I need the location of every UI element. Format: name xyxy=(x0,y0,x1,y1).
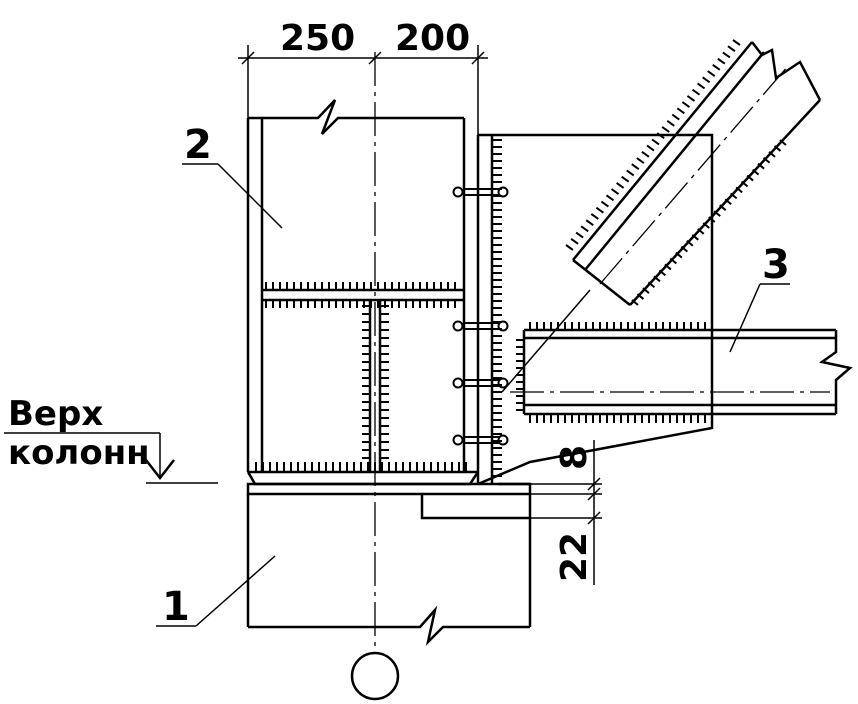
label-1: 1 xyxy=(156,555,276,630)
position-label-1: 1 xyxy=(162,584,190,630)
beam xyxy=(510,328,853,416)
top-of-column-level-mark: Верх колонн xyxy=(4,394,218,484)
dimension-22: 22 xyxy=(554,532,595,582)
beam-weld-ticks xyxy=(529,322,713,423)
label-3: 3 xyxy=(729,242,790,353)
bolt-nut xyxy=(497,186,509,198)
top-dimension: 250 200 xyxy=(238,18,488,135)
bolt-nut xyxy=(497,320,509,332)
bolt-head xyxy=(452,434,464,446)
brace-leader-line xyxy=(501,289,591,393)
gusset-plate xyxy=(477,133,714,486)
diagonal-brace xyxy=(572,41,822,306)
brace-weld-ticks xyxy=(565,39,787,306)
dimension-8: 8 xyxy=(554,445,595,470)
right-dimensions: 8 22 xyxy=(498,440,602,585)
column-weld-ticks xyxy=(255,282,467,471)
axis-marker-circle xyxy=(350,651,400,701)
lower-column xyxy=(246,482,532,701)
gusset-weld-ticks xyxy=(493,139,524,477)
dimension-250: 250 xyxy=(280,18,355,59)
dimension-200: 200 xyxy=(395,18,470,59)
bolt-head xyxy=(452,377,464,389)
position-label-3: 3 xyxy=(762,242,790,288)
bolt-nut xyxy=(497,377,509,389)
label-2: 2 xyxy=(182,122,283,229)
bolt-head xyxy=(452,320,464,332)
level-note-line1: Верх xyxy=(8,394,103,434)
position-label-2: 2 xyxy=(184,122,212,168)
level-note-line2: колонн xyxy=(8,433,150,473)
bolt-head xyxy=(452,186,464,198)
